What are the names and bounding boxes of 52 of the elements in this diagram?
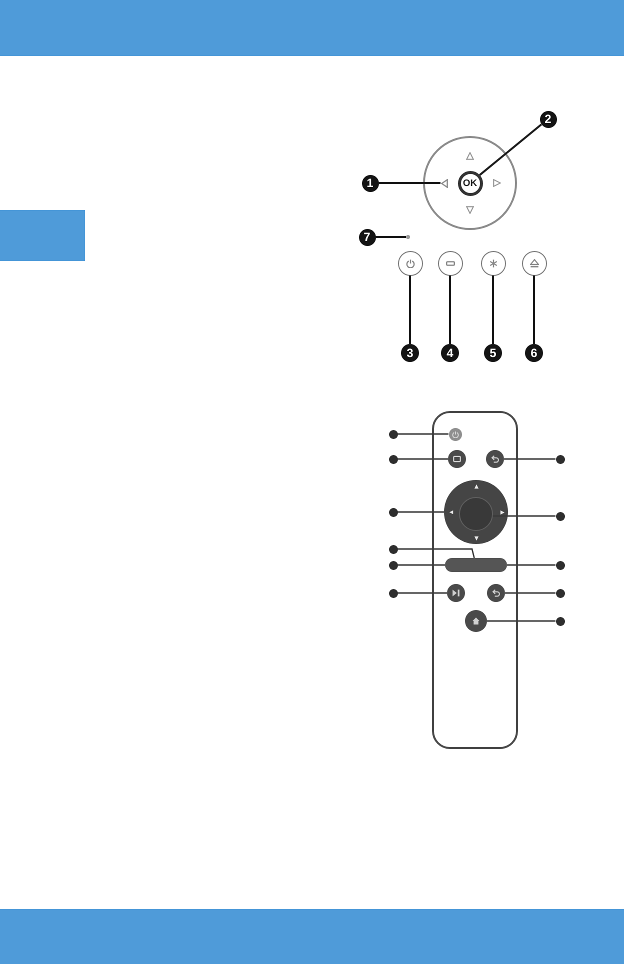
remote-button: [447, 584, 465, 602]
leader-line: [505, 592, 556, 594]
leader-line: [479, 124, 542, 176]
leader-line: [504, 458, 556, 460]
callout-dot: [556, 560, 564, 570]
callout-number: 6: [525, 344, 543, 362]
leader-line: [492, 515, 556, 517]
callout-dot: [556, 616, 564, 626]
ok-button: OK: [458, 170, 482, 196]
remote-button: [486, 450, 504, 468]
leader-line: [398, 458, 448, 460]
dpad-center-button: [459, 497, 493, 531]
callout-dot: [556, 454, 564, 464]
side-tab: [0, 210, 85, 261]
indicator-light: [406, 235, 410, 239]
round-button: [398, 250, 422, 276]
callout-dot: [556, 512, 564, 520]
leader-line: [409, 276, 411, 344]
callout-dot: [388, 454, 398, 464]
leader-line: [398, 511, 444, 513]
callout-number: 4: [441, 344, 459, 362]
callout-dot: [388, 544, 398, 554]
callout-dot: [556, 588, 564, 598]
leader-line: [398, 433, 448, 435]
remote-button: [487, 584, 505, 602]
leader-line: [398, 564, 445, 566]
remote-button: [448, 428, 462, 440]
leader-line: [378, 182, 440, 184]
callout-dot: [388, 588, 398, 598]
leader-line: [398, 592, 447, 594]
callout-number: 7: [358, 228, 376, 246]
leader-line: [376, 236, 406, 238]
leader-line: [507, 564, 556, 566]
leader-line: [398, 548, 475, 558]
remote-button: [448, 450, 466, 468]
volume-rocker: [445, 558, 507, 572]
callout-number: 2: [540, 110, 556, 128]
round-button: [480, 250, 506, 276]
round-button: [438, 250, 462, 276]
callout-number: 3: [401, 344, 419, 362]
leader-line: [492, 276, 494, 344]
leader-line: [487, 620, 556, 622]
callout-dot: [388, 430, 398, 438]
left-triangle-icon: [440, 178, 448, 188]
callout-dot: [388, 508, 398, 516]
round-button: [522, 250, 546, 276]
leader-line: [449, 276, 451, 344]
leader-line: [533, 276, 535, 344]
callout-number: 5: [484, 344, 502, 362]
remote-button: [465, 610, 487, 632]
callout-number: 1: [362, 174, 378, 192]
callout-dot: [388, 560, 398, 570]
